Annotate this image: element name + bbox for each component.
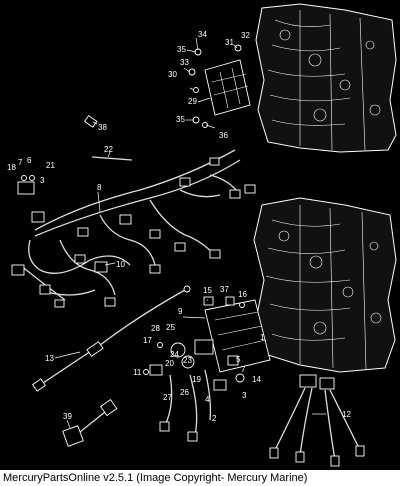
cable-13 bbox=[31, 285, 191, 392]
callout-30: 30 bbox=[168, 70, 177, 79]
callout-labels: 34 31 32 35 33 30 29 35 36 38 22 18 7 6 … bbox=[7, 30, 351, 423]
callout-31: 31 bbox=[225, 38, 234, 47]
callout-29: 29 bbox=[188, 97, 197, 106]
upper-engine-block bbox=[255, 3, 397, 153]
callout-15: 15 bbox=[203, 286, 212, 295]
callout-16: 16 bbox=[238, 290, 247, 299]
callout-1: 1 bbox=[260, 333, 265, 342]
callout-7: 7 bbox=[18, 158, 23, 167]
part-39-lead bbox=[62, 399, 118, 447]
callout-18: 18 bbox=[7, 163, 16, 172]
callout-6: 6 bbox=[27, 156, 32, 165]
callout-9: 9 bbox=[178, 307, 183, 316]
image-caption: MercuryPartsOnline v2.5.1 (Image Copyrig… bbox=[0, 470, 400, 486]
callout-22: 22 bbox=[104, 145, 113, 154]
callout-37: 37 bbox=[220, 285, 229, 294]
callout-5: 5 bbox=[236, 355, 241, 364]
callout-24: 24 bbox=[170, 350, 179, 359]
leader-lines bbox=[54, 37, 326, 429]
callout-8: 8 bbox=[97, 183, 102, 192]
callout-26: 26 bbox=[180, 388, 189, 397]
callout-2: 2 bbox=[212, 414, 217, 423]
wiring-harness-12 bbox=[269, 374, 365, 467]
callout-38: 38 bbox=[98, 123, 107, 132]
callout-39: 39 bbox=[63, 412, 72, 421]
callout-14: 14 bbox=[252, 375, 261, 384]
callout-36: 36 bbox=[219, 131, 228, 140]
callout-23: 23 bbox=[183, 356, 192, 365]
callout-17: 17 bbox=[143, 336, 152, 345]
bracket-assembly bbox=[203, 296, 271, 373]
callout-3-upper: 3 bbox=[40, 176, 45, 185]
callout-7-lower: 7 bbox=[241, 365, 246, 374]
callout-4: 4 bbox=[205, 395, 210, 404]
ecm-module bbox=[188, 44, 251, 128]
lower-engine-block bbox=[253, 197, 397, 373]
callout-33: 33 bbox=[180, 58, 189, 67]
parts-exploded-diagram: 34 31 32 35 33 30 29 35 36 38 22 18 7 6 … bbox=[7, 3, 397, 467]
callout-28: 28 bbox=[151, 324, 160, 333]
callout-3-lower: 3 bbox=[242, 391, 247, 400]
wiring-harness-8 bbox=[11, 149, 256, 308]
callout-19: 19 bbox=[192, 375, 201, 384]
part-38 bbox=[83, 115, 98, 128]
callout-11: 11 bbox=[133, 368, 142, 377]
callout-27: 27 bbox=[163, 393, 172, 402]
callout-35-lower: 35 bbox=[176, 115, 185, 124]
callout-25: 25 bbox=[166, 323, 175, 332]
part-22-rod bbox=[91, 156, 133, 161]
callout-21: 21 bbox=[46, 161, 55, 170]
callout-13: 13 bbox=[45, 354, 54, 363]
callout-20: 20 bbox=[165, 359, 174, 368]
callout-32: 32 bbox=[241, 31, 250, 40]
part-3-upper bbox=[17, 175, 35, 195]
lower-components bbox=[143, 339, 245, 442]
callout-12: 12 bbox=[342, 410, 351, 419]
callout-34: 34 bbox=[198, 30, 207, 39]
callout-10: 10 bbox=[116, 260, 125, 269]
callout-35: 35 bbox=[177, 45, 186, 54]
